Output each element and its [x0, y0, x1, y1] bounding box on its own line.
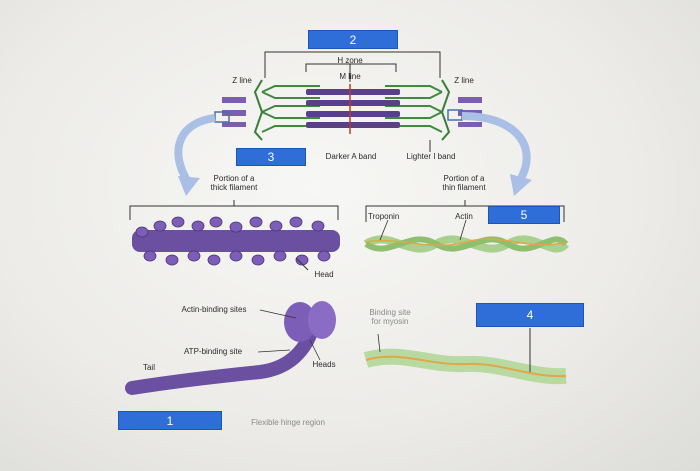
answer-box-4[interactable]: 4	[476, 303, 584, 327]
answer-box-2[interactable]: 2	[308, 30, 398, 49]
answer-box-1[interactable]: 1	[118, 411, 222, 430]
actin-binding-sites-label: Actin-binding sites	[181, 305, 247, 314]
right-curved-arrow	[461, 112, 531, 183]
thin-filament	[363, 235, 570, 253]
thin-filament-detail	[363, 348, 567, 385]
z-line-left-label: Z line	[232, 76, 252, 85]
thick-filament	[132, 216, 340, 266]
sarcomere-schematic	[214, 51, 482, 152]
flexible-hinge-label: Flexible hinge region	[251, 418, 325, 427]
binding-site-myosin-label: Binding site for myosin	[369, 308, 411, 327]
thin-filament-label: Portion of a thin filament	[442, 174, 486, 193]
darker-a-band-label: Darker A band	[325, 152, 377, 161]
z-line-right-label: Z line	[454, 76, 474, 85]
heads-label: Heads	[312, 360, 336, 369]
head-label: Head	[314, 270, 334, 279]
answer-box-5[interactable]: 5	[488, 206, 560, 224]
lighter-i-band-label: Lighter I band	[406, 152, 456, 161]
myosin-molecule	[125, 301, 336, 395]
thick-filament-label: Portion of a thick filament	[210, 174, 258, 193]
troponin-label: Troponin	[368, 212, 400, 221]
answer-box-3[interactable]: 3	[236, 148, 306, 166]
h-zone-label: H zone	[337, 56, 363, 65]
left-curved-arrow	[174, 114, 216, 185]
tail-label: Tail	[142, 363, 155, 372]
atp-binding-site-label: ATP-binding site	[183, 347, 243, 356]
actin-label: Actin	[455, 212, 473, 221]
m-line-label: M line	[339, 72, 361, 81]
